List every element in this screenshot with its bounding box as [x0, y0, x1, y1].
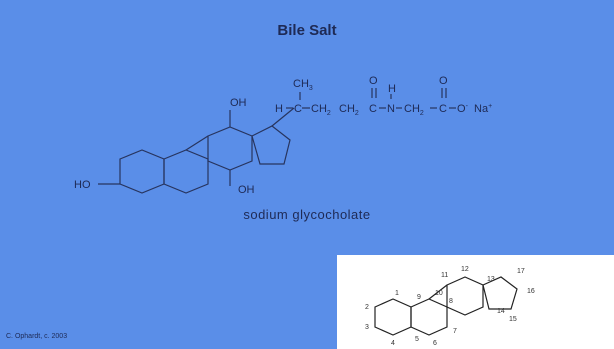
carbonyl2-c-label: C — [439, 103, 447, 115]
bond-b-c — [185, 135, 209, 151]
carbon-number-10: 10 — [435, 290, 443, 297]
carbon-number-17: 17 — [517, 268, 525, 275]
h-on-n-label: H — [388, 83, 396, 95]
ring-d — [251, 125, 291, 165]
carbonyl2-o-label: O — [439, 75, 448, 87]
ring-b — [163, 149, 209, 194]
carbon-number-1: 1 — [395, 290, 399, 297]
ch2a-label: CH2 — [311, 103, 331, 117]
compound-name: sodium glycocholate — [243, 207, 371, 222]
ch2c-label: CH2 — [404, 103, 424, 117]
carbonyl1-c-label: C — [369, 103, 377, 115]
inset-ring-b — [410, 298, 448, 336]
o-minus-label: O- — [457, 103, 469, 115]
inset-ring-a — [374, 298, 412, 336]
carbon-number-13: 13 — [487, 276, 495, 283]
carbon-number-3: 3 — [365, 324, 369, 331]
carbon-number-11: 11 — [441, 272, 448, 279]
carbon-number-6: 6 — [433, 340, 437, 347]
carbon-number-8: 8 — [449, 298, 453, 305]
ho-c3-label: HO — [74, 179, 91, 191]
carbon-number-12: 12 — [461, 266, 469, 273]
n-label: N — [387, 103, 395, 115]
ch2b-label: CH2 — [339, 103, 359, 117]
carbon-number-9: 9 — [417, 294, 421, 301]
carbon-number-2: 2 — [365, 304, 369, 311]
c-branch-label: C — [294, 103, 302, 115]
inset-bond-b-c — [428, 284, 448, 300]
carbon-number-4: 4 — [391, 340, 395, 347]
ring-c — [207, 126, 253, 171]
bond-c17-chain — [271, 107, 295, 127]
carbon-number-5: 5 — [415, 336, 419, 343]
ring-a — [119, 149, 165, 194]
carbon-number-7: 7 — [453, 328, 457, 335]
inset-ring-c — [446, 276, 484, 316]
carbonyl1-o-label: O — [369, 75, 378, 87]
carbon-number-14: 14 — [497, 308, 505, 315]
oh-c7-label: OH — [238, 184, 255, 196]
slide-title: Bile Salt — [277, 22, 337, 39]
oh-c12-label: OH — [230, 97, 247, 109]
na-label: Na+ — [474, 103, 492, 115]
carbon-number-15: 15 — [509, 316, 517, 323]
inset-ring-d — [482, 276, 518, 310]
h-branch-label: H — [275, 103, 283, 115]
carbon-number-16: 16 — [527, 288, 535, 295]
credit-line: C. Ophardt, c. 2003 — [6, 333, 68, 340]
ch3-label: CH3 — [293, 78, 313, 92]
